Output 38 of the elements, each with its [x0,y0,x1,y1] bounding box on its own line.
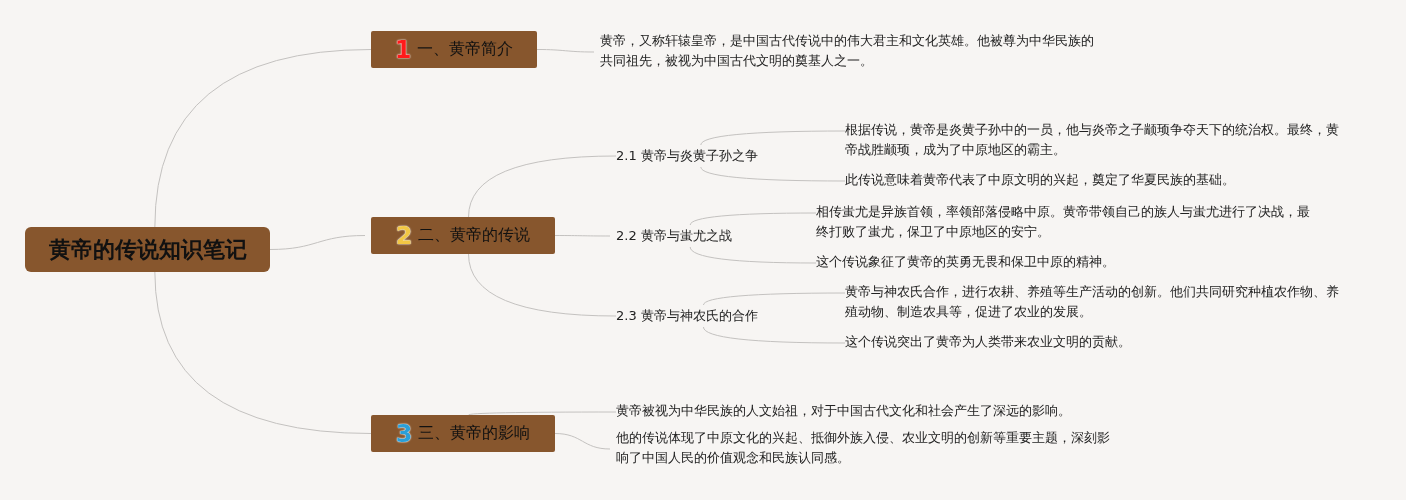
note-text: 这个传说突出了黄帝为人类带来农业文明的贡献。 [845,334,1131,349]
topic-title: 三、黄帝的影响 [418,423,531,444]
subtopic-text: 2.2 黄帝与蚩尤之战 [616,227,732,245]
connector-line [554,433,611,450]
connector-line [468,411,617,416]
subtopic-text: 2.3 黄帝与神农氏的合作 [616,307,758,325]
note-text: 黄帝与神农氏合作，进行农耕、养殖等生产活动的创新。他们共同研究种植农作物、养殖动物、制造农具等，促进了农业的发展。 [845,284,1339,319]
connector-line [702,292,846,306]
branch-topic-box [371,217,555,254]
connector-line [689,212,817,226]
connector-line [700,130,846,146]
branch-topic-box [371,415,555,452]
connector-line [536,49,595,53]
note-text: 相传蚩尤是异族首领，率领部落侵略中原。黄帝带领自己的族人与蚩尤进行了决战，最终打败了蚩尤，保卫了中原地区的安宁。 [816,204,1310,239]
topic-title: 黄帝的传说知识笔记 [48,235,247,264]
topic-title: 二、黄帝的传说 [418,225,531,246]
note-text: 他的传说体现了中原文化的兴起、抵御外族入侵、农业文明的创新等重要主题，深刻影响了中国人民的价值观念和民族认同感。 [616,430,1110,465]
subtopic-text: 2.1 黄帝与炎黄子孙之争 [616,147,758,165]
connector-line [468,155,617,218]
number-marker: 1 [394,35,412,64]
connector-line [154,271,372,434]
connector-line [269,235,366,250]
number-marker: 2 [395,221,413,250]
connector-line [154,49,372,228]
connector-line [689,246,817,264]
note-text: 根据传说，黄帝是炎黄子孙中的一员，他与炎帝之子颛顼争夺天下的统治权。最终，黄帝战胜颛顼，成为了中原地区的霸主。 [845,122,1339,157]
root-topic-box [25,227,270,272]
number-marker: 3 [395,419,413,448]
topic-title: 一、黄帝简介 [417,39,514,60]
connector-line [468,253,617,317]
branch-topic-box [371,31,537,68]
note-text: 这个传说象征了黄帝的英勇无畏和保卫中原的精神。 [816,254,1115,269]
note-text: 黄帝被视为中华民族的人文始祖，对于中国古代文化和社会产生了深远的影响。 [616,403,1071,418]
connector-line [700,166,846,182]
connector-line [702,326,846,344]
connector-line [554,235,611,237]
note-text: 黄帝，又称轩辕皇帝，是中国古代传说中的伟大君主和文化英雄。他被尊为中华民族的共同祖先，被视为中国古代文明的奠基人之一。 [600,33,1094,68]
note-text: 此传说意味着黄帝代表了中原文明的兴起，奠定了华夏民族的基础。 [845,172,1235,187]
